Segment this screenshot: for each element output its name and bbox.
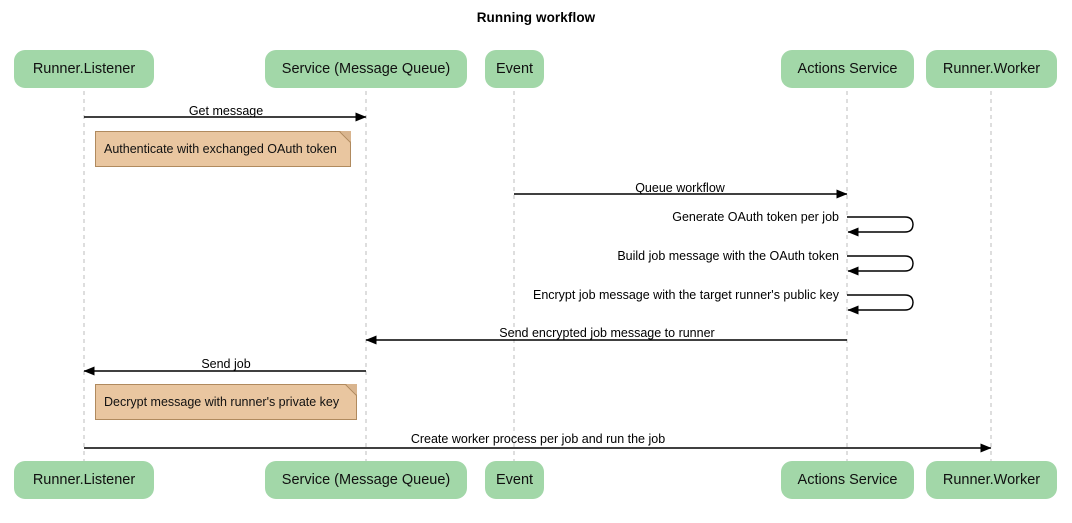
- participant-actions-service-bottom[interactable]: Actions Service: [781, 461, 914, 499]
- participant-label: Runner.Worker: [942, 61, 1041, 77]
- note-decrypt-note: Decrypt message with runner's private ke…: [95, 384, 357, 420]
- participant-label: Service (Message Queue): [281, 472, 451, 488]
- participant-event-top[interactable]: Event: [485, 50, 544, 88]
- message-label-generate-oauth-token: Generate OAuth token per job: [672, 210, 839, 224]
- participant-label: Runner.Listener: [32, 61, 136, 77]
- message-build-job-message: [847, 255, 914, 276]
- participant-label: Runner.Worker: [942, 472, 1041, 488]
- messages-group: [83, 112, 992, 453]
- message-generate-oauth-token: [847, 216, 914, 237]
- participant-label: Event: [495, 61, 534, 77]
- participant-label: Actions Service: [797, 61, 898, 77]
- note-authenticate-note: Authenticate with exchanged OAuth token: [95, 131, 351, 167]
- page-title: Running workflow: [476, 10, 596, 25]
- message-label-send-job: Send job: [201, 357, 251, 371]
- message-label-create-worker-process: Create worker process per job and run th…: [410, 432, 666, 446]
- participant-runner-worker-bottom[interactable]: Runner.Worker: [926, 461, 1057, 499]
- note-text: Decrypt message with runner's private ke…: [104, 395, 340, 409]
- participant-label: Service (Message Queue): [281, 61, 451, 77]
- participant-label: Runner.Listener: [32, 472, 136, 488]
- participant-label: Event: [495, 472, 534, 488]
- participant-runner-worker-top[interactable]: Runner.Worker: [926, 50, 1057, 88]
- participant-runner-listener-top[interactable]: Runner.Listener: [14, 50, 154, 88]
- participant-label: Actions Service: [797, 472, 898, 488]
- participant-runner-listener-bottom[interactable]: Runner.Listener: [14, 461, 154, 499]
- note-fold-corner-icon: [346, 384, 357, 395]
- message-label-encrypt-job-message: Encrypt job message with the target runn…: [532, 288, 839, 302]
- note-fold-corner-icon: [340, 131, 351, 142]
- participant-actions-service-top[interactable]: Actions Service: [781, 50, 914, 88]
- message-encrypt-job-message: [847, 294, 914, 315]
- message-label-build-job-message: Build job message with the OAuth token: [617, 249, 839, 263]
- participant-service-message-queue-top[interactable]: Service (Message Queue): [265, 50, 467, 88]
- message-label-get-message: Get message: [188, 104, 264, 118]
- lifelines-group: [83, 91, 992, 461]
- message-label-queue-workflow: Queue workflow: [635, 181, 725, 195]
- note-text: Authenticate with exchanged OAuth token: [104, 142, 337, 156]
- message-label-send-encrypted-job-message: Send encrypted job message to runner: [499, 326, 715, 340]
- participant-service-message-queue-bottom[interactable]: Service (Message Queue): [265, 461, 467, 499]
- participant-event-bottom[interactable]: Event: [485, 461, 544, 499]
